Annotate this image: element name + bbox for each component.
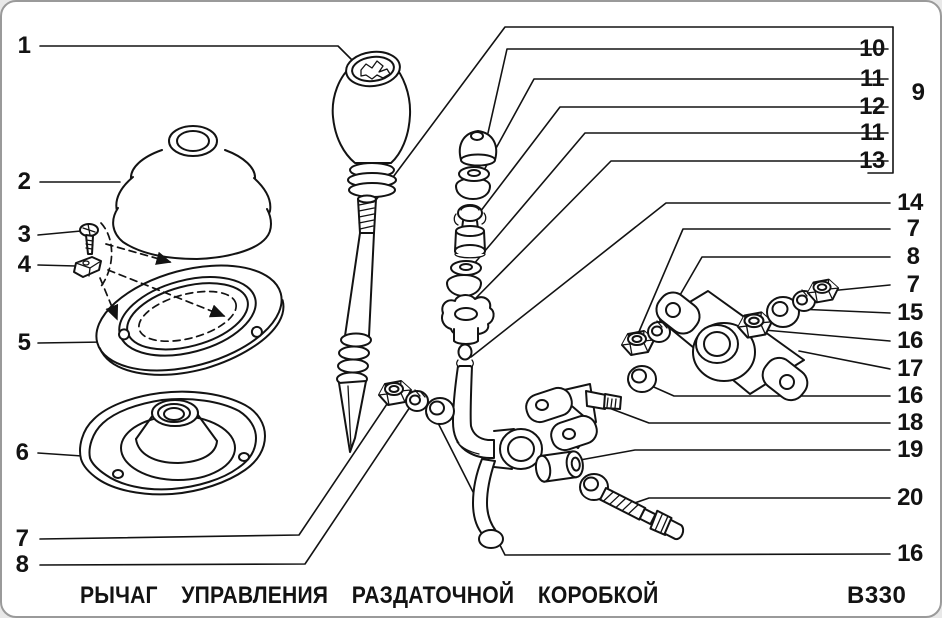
callout-17: 17 [897,355,923,382]
leader-line-11 [482,78,889,173]
part-flange [655,290,809,402]
part-cover [79,390,266,496]
part-bracket [525,383,622,452]
leader-line-16 [434,416,891,556]
callout-14: 14 [897,189,923,216]
part-grommet-upper [455,166,491,200]
part-clamp [73,256,102,278]
callout-9: 9 [911,79,925,106]
part-nut-right-end [806,278,840,304]
part-control-lever [452,343,543,549]
callout-19: 19 [897,436,923,463]
part-bolt [599,487,685,541]
leader-line-1 [39,45,356,64]
locator-circle [98,222,113,290]
callout-18: 18 [897,409,923,436]
figure-code: В330 [847,582,907,609]
part-retaining-plate [95,264,285,376]
part-sleeve [534,450,584,483]
leader-line-17 [798,350,891,370]
leader-line-7 [828,284,891,292]
callout-16: 16 [897,382,923,409]
leader-line-18 [608,407,891,424]
leader-line-16 [763,329,891,342]
callout-3: 3 [17,221,31,248]
part-screw [79,223,99,255]
part-crown-seat [441,294,495,345]
callout-1: 1 [17,32,31,59]
part-rubber-boot [112,125,272,260]
leader-line-7 [637,228,891,335]
callout-4: 4 [17,251,31,278]
part-plunger [453,204,487,259]
leader-line-12 [479,106,889,213]
callout-7: 7 [906,215,920,242]
leader-line-9 [369,26,894,209]
callout-8: 8 [15,551,29,578]
figure-caption: РЫЧАГ УПРАВЛЕНИЯ РАЗДАТОЧНОЙ КОРОБКОЙ [80,582,659,609]
part-grommet-lower [446,260,482,297]
callout-20: 20 [897,484,923,511]
callout-12: 12 [859,93,885,120]
callout-13: 13 [859,147,885,174]
leader-line-6 [37,452,83,457]
callout-16: 16 [897,540,923,567]
leader-line-14 [470,202,891,358]
callout-7: 7 [906,271,920,298]
part-shift-knob [331,50,412,198]
callout-10: 10 [859,35,885,62]
callout-7: 7 [15,525,29,552]
leader-line-15 [796,308,891,314]
leader-line-5 [37,341,106,344]
part-cap [458,130,498,167]
leader-line-13 [469,160,889,305]
leader-line-4 [37,264,77,267]
callout-15: 15 [897,299,923,326]
part-lever-shaft [336,194,377,453]
callout-2: 2 [17,168,31,195]
callout-16: 16 [897,327,923,354]
knob-emblem-icon [360,60,391,80]
part-bushing-lever [425,397,455,425]
leader-line-8 [39,406,411,566]
leader-line-7 [39,400,390,540]
callout-8: 8 [906,243,920,270]
leader-line-9 [867,26,894,174]
part-bushing-flange [627,365,657,393]
leader-line-3 [37,230,82,236]
callout-11: 11 [859,65,885,92]
leader-line-19 [579,449,891,461]
callout-6: 6 [15,439,29,466]
assembly-arrows [99,243,226,321]
callout-5: 5 [17,329,31,356]
leader-line-11 [472,132,889,266]
part-lockwasher-lever [405,389,429,412]
callout-11: 11 [859,119,885,146]
part-flat-washer [766,296,800,328]
leader-line-20 [622,497,891,508]
leader-line-10 [487,48,889,134]
